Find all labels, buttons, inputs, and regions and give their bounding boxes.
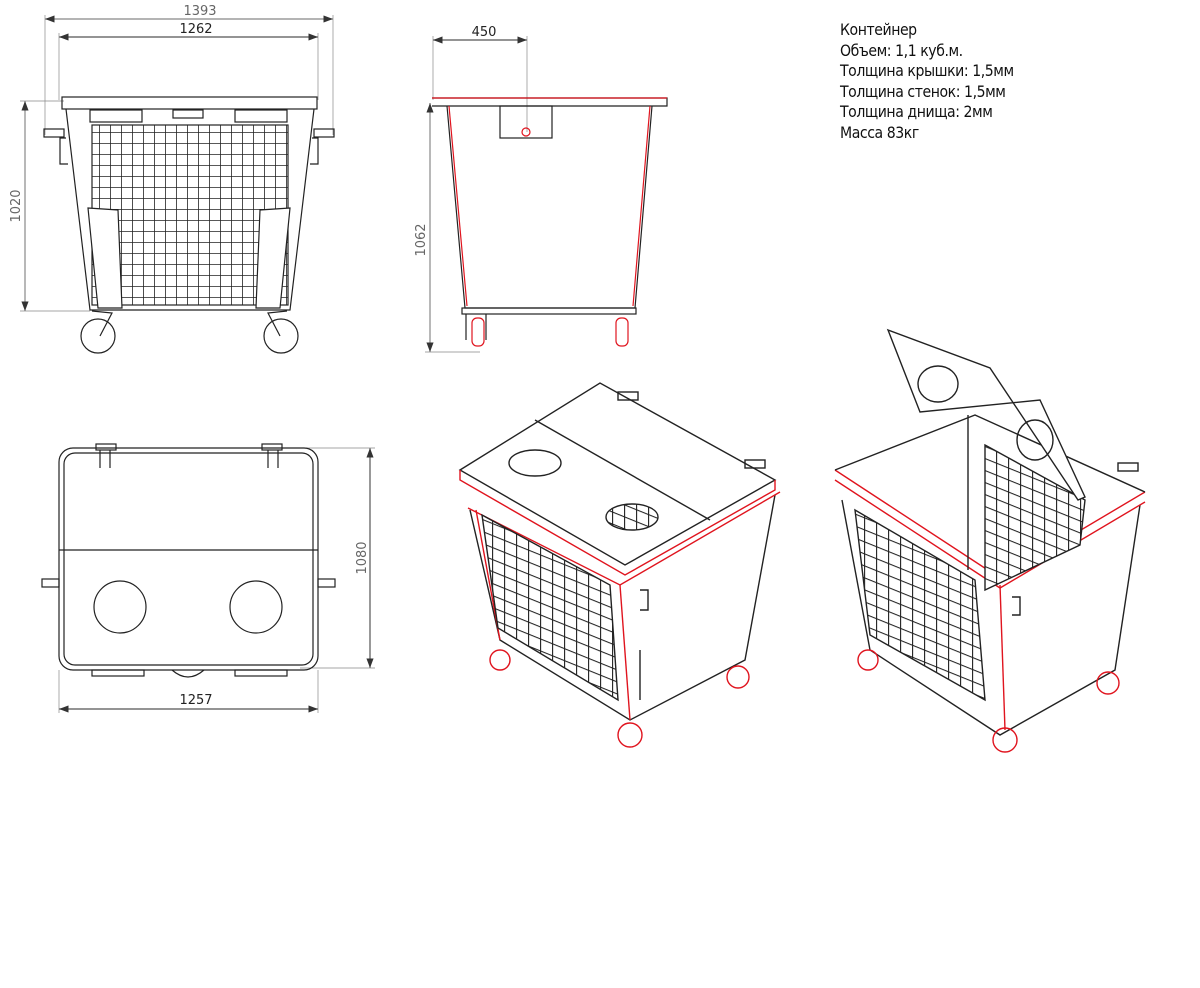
front-view: 1393 1262 1020 [9,4,335,354]
specification-block: Контейнер Объем: 1,1 куб.м. Толщина крыш… [840,20,1014,143]
spec-lid-thickness: Толщина крышки: 1,5мм [840,61,1014,80]
side-view: 450 1062 [414,25,668,353]
dim-top-depth: 1080 [355,541,370,574]
dim-overall-width: 1393 [183,4,216,19]
dim-top-width: 1257 [179,693,212,708]
dim-side-height: 1062 [414,223,429,256]
dim-side-offset: 450 [472,25,497,40]
dim-body-width: 1262 [179,22,212,37]
spec-wall-thickness: Толщина стенок: 1,5мм [840,81,1006,101]
spec-mass: Масса 83кг [840,122,919,142]
spec-bottom-thickness: Толщина днища: 2мм [840,102,993,121]
isometric-view-closed [458,382,781,748]
spec-volume: Объем: 1,1 куб.м. [840,40,963,60]
isometric-view-open [834,328,1146,753]
top-view: 1257 1080 [41,443,375,713]
dim-front-height: 1020 [9,189,24,222]
spec-title: Контейнер [840,20,917,39]
